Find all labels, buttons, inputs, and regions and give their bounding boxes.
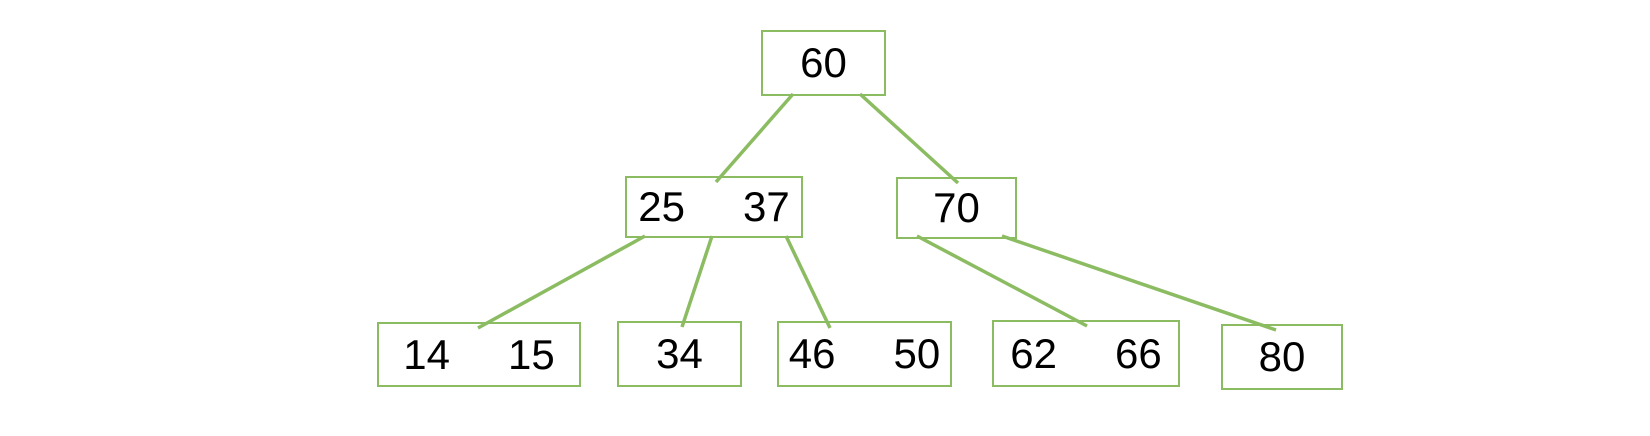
tree-node-46-50: 46 50 [777,321,952,387]
tree-node-80: 80 [1221,324,1343,390]
tree-node-62-66: 62 66 [992,320,1180,387]
node-key: 70 [933,184,980,231]
node-key: 37 [743,183,790,230]
tree-node-60: 60 [761,30,886,96]
node-key: 15 [508,330,555,378]
tree-node-14-15: 14 15 [377,322,581,387]
tree-node-70: 70 [896,177,1017,239]
tree-node-25-37: 25 37 [625,176,803,238]
node-key: 60 [800,39,847,86]
node-key: 80 [1258,333,1306,380]
node-key: 14 [403,330,450,378]
node-key: 25 [638,183,685,230]
node-key: 34 [656,330,703,377]
tree-node-34: 34 [617,321,742,387]
node-key: 66 [1115,329,1162,377]
node-key: 50 [893,330,941,377]
node-key: 62 [1010,329,1057,377]
node-key: 46 [788,330,836,377]
